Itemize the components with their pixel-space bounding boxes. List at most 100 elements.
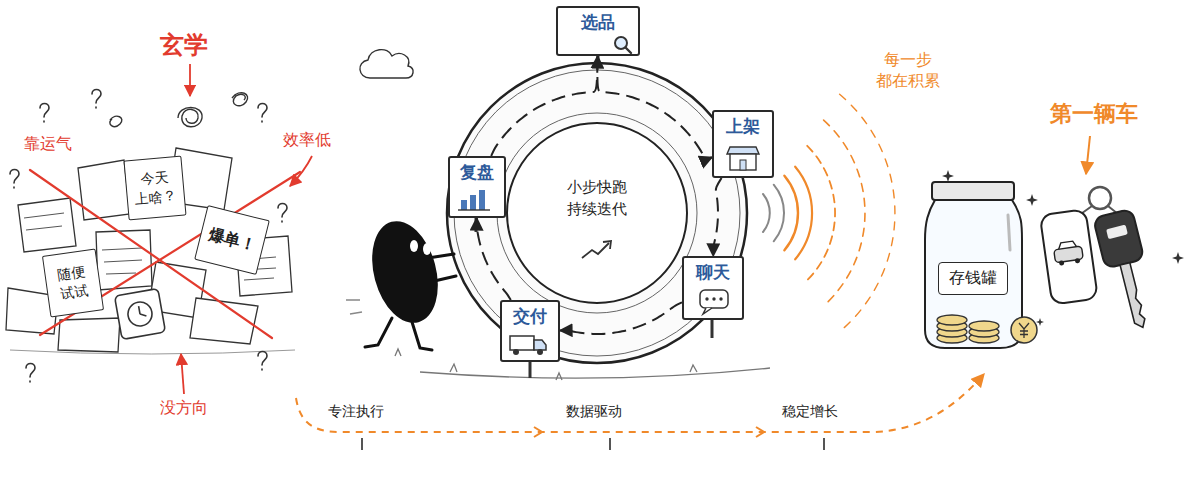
question-doodle (40, 104, 49, 123)
magnifier-icon (626, 48, 632, 54)
bar-chart-icon (479, 190, 485, 210)
paper-scribble (102, 248, 142, 274)
orange-annotation: 每一步 都在积累 (876, 50, 940, 92)
wheel-ring (447, 63, 747, 363)
coin-stack (937, 315, 999, 343)
car-key (1093, 209, 1160, 333)
blank-paper (96, 230, 152, 290)
progress-wave (784, 176, 798, 251)
chat-icon (705, 297, 708, 300)
sparkle (1026, 194, 1038, 206)
question-doodle (92, 90, 101, 109)
chat-icon (700, 290, 728, 314)
chat-icon (712, 297, 715, 300)
step-signboard: 交付 (500, 300, 560, 362)
key-head (1093, 209, 1144, 269)
paper-note: 今天 上啥？ (123, 156, 186, 221)
hub-circle-outline (507, 123, 687, 303)
blob-body (362, 214, 449, 331)
clock-hands (139, 305, 147, 317)
ground-line (420, 368, 770, 378)
cycle-arrow (560, 302, 682, 334)
question-doodle (10, 90, 287, 383)
node-text: 复盘 (460, 162, 494, 183)
sign-post (476, 54, 712, 378)
bar-chart-icon (458, 190, 490, 210)
shop-icon (730, 154, 756, 170)
paper-scribble (24, 213, 64, 230)
red-leader-arrow (181, 64, 312, 394)
key-button (1106, 225, 1128, 240)
clock-tile (115, 289, 166, 340)
milestone-post (362, 438, 824, 450)
node-text: 交付 (513, 306, 547, 327)
key-fob (1040, 209, 1098, 305)
jar-shine (1008, 215, 1010, 250)
ground-line (10, 350, 295, 354)
red-annotation: 没方向 (160, 398, 208, 419)
key-fob (1040, 209, 1098, 305)
pusher-blob (346, 214, 456, 350)
bar-chart-icon (458, 209, 490, 210)
progress-waves (763, 94, 895, 331)
coin (969, 321, 999, 331)
jar-label: 存钱罐 (938, 262, 1008, 295)
truck-icon (513, 349, 519, 355)
shop-icon (727, 147, 759, 154)
sparkle (942, 170, 1184, 326)
milestone-path (296, 374, 984, 432)
tangle-scribble (110, 93, 248, 127)
step-signboard: 复盘 (448, 156, 506, 218)
blob-legs (365, 318, 432, 350)
red-annotation: 靠运气 (24, 134, 72, 155)
bar-chart-icon (470, 195, 476, 210)
key-ring (1089, 187, 1111, 209)
magnifier-icon (615, 37, 631, 53)
node-text: 小步快跑 持续迭代 (567, 176, 627, 221)
truck-icon (510, 336, 534, 350)
shop-icon (727, 147, 759, 170)
big-coin (1011, 317, 1037, 343)
car-keys (1040, 187, 1161, 333)
coin (937, 315, 967, 325)
question-doodle (278, 204, 287, 223)
car-icon (1054, 246, 1084, 263)
progress-wave (763, 194, 770, 232)
progress-wave (824, 120, 865, 306)
red-leader-arrow (181, 354, 184, 394)
orange-leader-arrow (1086, 136, 1090, 174)
sparkle (1172, 252, 1184, 264)
wheel-ring (497, 113, 697, 313)
wheel-ring (447, 63, 747, 363)
node-text: 随便 试试 (57, 262, 90, 303)
step-signboard: 上架 (712, 110, 774, 178)
node-text: 爆单！ (206, 224, 258, 257)
question-doodle (26, 364, 35, 383)
car-icon (1058, 241, 1077, 249)
progress-wave (807, 146, 835, 280)
blob-eye (410, 240, 418, 252)
trend-icon (603, 241, 611, 249)
milestone-label: 数据驱动 (566, 402, 622, 420)
node-text: 上架 (726, 116, 760, 137)
milestone-label: 稳定增长 (782, 402, 838, 420)
paper-note: 爆单！ (194, 205, 270, 275)
blank-paper (18, 198, 76, 252)
milestone-label: 专注执行 (328, 402, 384, 420)
hub-circle: 小步快跑 持续迭代 (505, 121, 689, 305)
progress-wave (774, 185, 784, 242)
red-annotation: 效率低 (283, 130, 331, 151)
red-annotation: 玄学 (160, 30, 208, 61)
tangle-scribble (110, 116, 122, 126)
yen-symbol (1019, 323, 1029, 338)
cycle-arrow (713, 178, 721, 256)
jar-lid (932, 182, 1014, 200)
paper-scribble (10, 213, 295, 354)
sign-post (711, 318, 714, 338)
truck-icon (510, 336, 546, 355)
money-jar (925, 182, 1037, 348)
clock-face (126, 300, 154, 328)
tangle-scribble (178, 108, 202, 127)
